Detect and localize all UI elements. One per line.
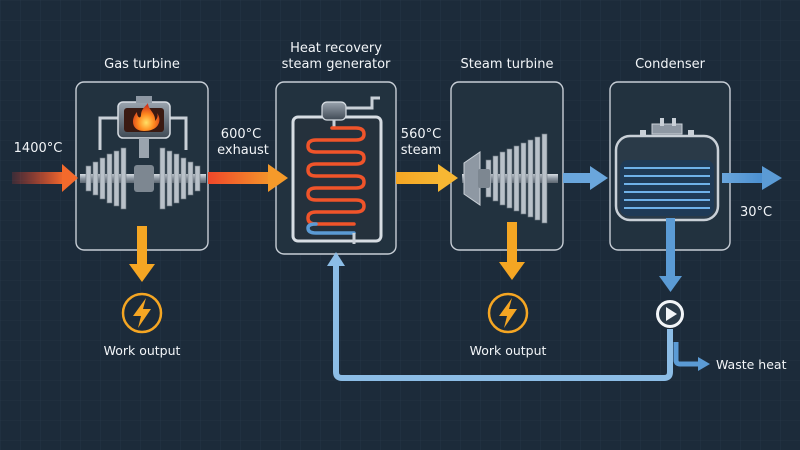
feedwater-return-line [327, 252, 673, 381]
steam-work-label: Work output [470, 343, 547, 358]
gas-work-label: Work output [104, 343, 181, 358]
inlet-temperature: 1400°C [14, 141, 63, 156]
steam-work-lightning-icon [487, 292, 529, 334]
steam-turbine-machine [462, 133, 558, 224]
exhaust-label: exhaust [217, 143, 269, 158]
hrsg-title-line1: Heat recovery [290, 41, 382, 56]
outlet-temperature: 30°C [740, 205, 772, 220]
condenser-title: Condenser [635, 57, 706, 72]
flame-icon [132, 103, 160, 131]
inlet-arrow [12, 164, 78, 192]
gas-turbine-machine [80, 96, 206, 210]
gas-turbine-title: Gas turbine [104, 57, 180, 72]
outlet-arrow [722, 166, 782, 190]
hrsg-title-line2: steam generator [282, 57, 391, 72]
hrsg-coil [291, 96, 383, 244]
condensate-down-arrow [659, 218, 682, 292]
exhaust-arrow [208, 164, 288, 192]
steam-turbine-title: Steam turbine [461, 57, 554, 72]
gas-work-arrow [129, 226, 155, 282]
gas-work-lightning-icon [121, 292, 163, 334]
steam-work-arrow [499, 222, 525, 280]
condenser-inlet-arrow [563, 166, 608, 190]
steam-arrow [396, 164, 458, 192]
waste-heat-arrow [673, 342, 710, 371]
steam-temperature: 560°C [401, 127, 441, 142]
waste-heat-label: Waste heat [716, 357, 787, 372]
pump-icon[interactable] [654, 298, 686, 330]
steam-label: steam [401, 143, 442, 158]
exhaust-temperature: 600°C [221, 127, 261, 142]
